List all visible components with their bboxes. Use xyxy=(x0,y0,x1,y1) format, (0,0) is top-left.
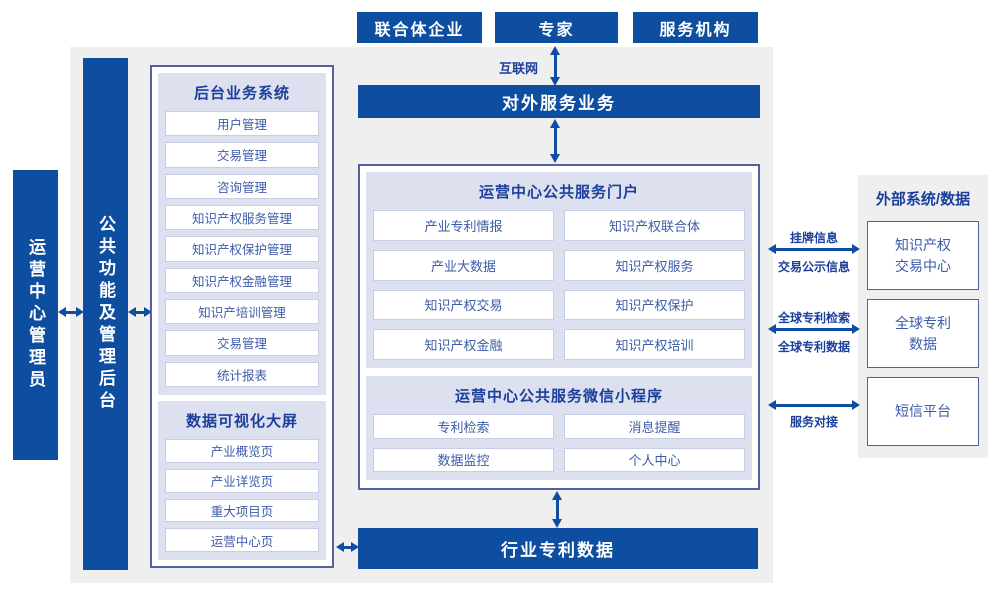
connection-label-listing-info: 挂牌信息 xyxy=(789,231,838,245)
external-systems-title: 外部系统/数据 xyxy=(875,191,971,208)
list-item: 知识产权保护管理 xyxy=(165,236,319,262)
miniprogram-title: 运营中心公共服务微信小程序 xyxy=(454,388,663,405)
public-functions-backend-bar: 公共功能及管理后台 xyxy=(83,58,128,570)
connection-label-service-docking: 服务对接 xyxy=(789,415,838,429)
connection-label-global-patent-search: 全球专利检索 xyxy=(777,311,850,325)
list-item: 产业详览页 xyxy=(165,468,319,493)
box-line: 数据 xyxy=(909,335,937,352)
dashboard-title: 数据可视化大屏 xyxy=(185,413,298,430)
list-item: 知识产权金融 xyxy=(373,329,554,360)
list-item: 知识产权服务管理 xyxy=(165,204,319,231)
list-item: 咨询管理 xyxy=(165,173,319,199)
arrow-extservice-portal-icon xyxy=(550,119,560,163)
actor-expert: 专家 xyxy=(495,12,618,43)
list-item: 知识产权联合体 xyxy=(564,210,745,241)
list-item: 知识产培训管理 xyxy=(165,298,319,325)
list-item: 知识产权保护 xyxy=(564,289,745,321)
list-item: 知识产权培训 xyxy=(564,329,745,360)
industry-patent-data-bar: 行业专利数据 xyxy=(358,528,758,569)
miniprogram-grid: 专利检索 消息提醒 数据监控 个人中心 xyxy=(373,414,745,472)
arrow-backend-leftbox-icon xyxy=(128,307,152,317)
operations-admin-bar: 运营中心管理员 xyxy=(13,170,58,460)
list-item: 个人中心 xyxy=(564,447,745,472)
list-item: 产业专利情报 xyxy=(373,210,554,241)
list-item: 统计报表 xyxy=(165,361,319,387)
box-line: 交易中心 xyxy=(895,257,951,274)
backend-system-panel: 后台业务系统 用户管理 交易管理 咨询管理 知识产权服务管理 知识产权保护管理 … xyxy=(158,73,326,395)
arrow-conn-sms-icon xyxy=(768,400,860,410)
list-item: 运营中心页 xyxy=(165,528,319,552)
public-service-portal-panel: 运营中心公共服务门户 产业专利情报 知识产权联合体 产业大数据 知识产权服务 知… xyxy=(366,172,752,368)
connection-label-global-patent-data: 全球专利数据 xyxy=(777,340,850,354)
list-item: 用户管理 xyxy=(165,111,319,137)
box-line: 全球专利 xyxy=(895,314,951,331)
connection-label-transaction-publicity: 交易公示信息 xyxy=(777,260,850,274)
list-item: 交易管理 xyxy=(165,330,319,356)
box-line: 短信平台 xyxy=(895,403,951,419)
arrow-admin-backend-icon xyxy=(58,307,84,317)
box-line: 知识产权 xyxy=(895,236,951,253)
list-item: 产业大数据 xyxy=(373,249,554,281)
list-item: 知识产权金融管理 xyxy=(165,267,319,293)
arrow-portal-industry-icon xyxy=(552,491,562,528)
external-systems-panel: 外部系统/数据 知识产权 交易中心 全球专利 数据 短信平台 xyxy=(858,175,988,458)
arrow-internet-icon xyxy=(550,46,560,86)
arrow-conn-trading-icon xyxy=(768,244,860,254)
external-box-ip-trading-center: 知识产权 交易中心 xyxy=(867,221,979,290)
list-item: 重大项目页 xyxy=(165,498,319,523)
list-item: 知识产权交易 xyxy=(373,289,554,321)
wechat-miniprogram-panel: 运营中心公共服务微信小程序 专利检索 消息提醒 数据监控 个人中心 xyxy=(366,376,752,480)
list-item: 知识产权服务 xyxy=(564,249,745,281)
list-item: 产业概览页 xyxy=(165,439,319,463)
external-box-sms-platform: 短信平台 xyxy=(867,377,979,446)
list-item: 消息提醒 xyxy=(564,414,745,439)
dashboard-panel: 数据可视化大屏 产业概览页 产业详览页 重大项目页 运营中心页 xyxy=(158,401,326,560)
arrow-dashboard-industry-icon xyxy=(336,542,359,552)
external-service-bar: 对外服务业务 xyxy=(358,85,760,118)
portal-title: 运营中心公共服务门户 xyxy=(478,184,639,201)
backend-system-title: 后台业务系统 xyxy=(193,85,290,102)
list-item: 交易管理 xyxy=(165,142,319,168)
external-box-global-patent-data: 全球专利 数据 xyxy=(867,299,979,368)
arrow-conn-patent-icon xyxy=(768,324,860,334)
internet-label: 互联网 xyxy=(498,61,538,76)
actor-consortium-enterprise: 联合体企业 xyxy=(357,12,482,43)
portal-grid: 产业专利情报 知识产权联合体 产业大数据 知识产权服务 知识产权交易 知识产权保… xyxy=(373,210,745,360)
list-item: 专利检索 xyxy=(373,414,554,439)
actor-service-agency: 服务机构 xyxy=(633,12,758,43)
list-item: 数据监控 xyxy=(373,447,554,472)
